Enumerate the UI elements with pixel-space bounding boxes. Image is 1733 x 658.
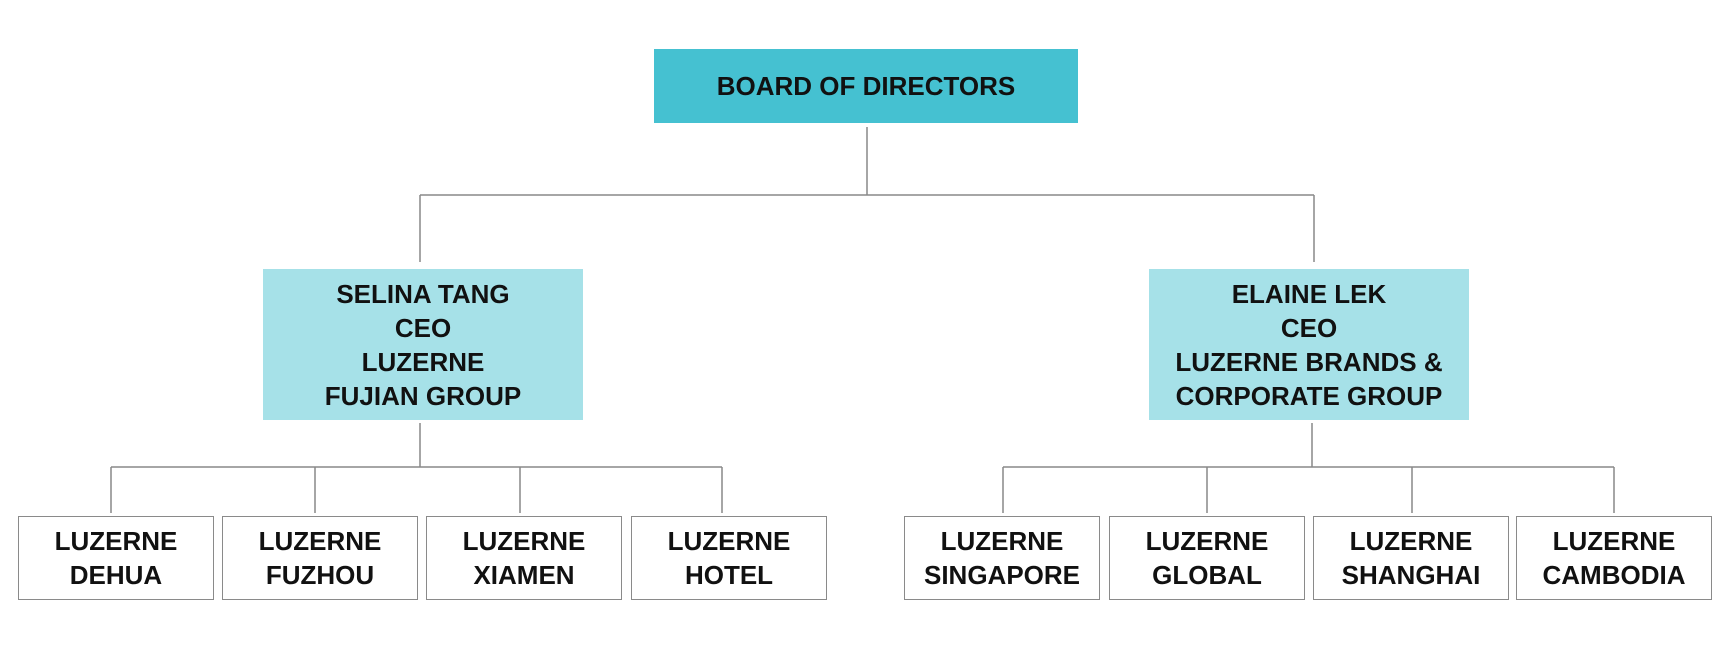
executive-name: SELINA TANG [336,278,510,309]
unit-box-luzerne-singapore: LUZERNE SINGAPORE [904,516,1100,600]
unit-line-2: SHANGHAI [1341,560,1481,590]
unit-line-1: LUZERNE [667,526,791,556]
unit-line-1: LUZERNE [462,526,586,556]
unit-line-2: SINGAPORE [923,560,1081,590]
unit-line-2: GLOBAL [1152,560,1262,590]
unit-box-luzerne-hotel: LUZERNE HOTEL [631,516,827,600]
unit-line-1: LUZERNE [54,526,178,556]
unit-line-1: LUZERNE [1349,526,1473,556]
unit-line-2: CAMBODIA [1542,560,1686,590]
executive-name: ELAINE LEK [1231,278,1387,309]
board-of-directors-box: BOARD OF DIRECTORS [654,49,1078,123]
executive-box-elaine-lek: ELAINE LEK CEO LUZERNE BRANDS & CORPORAT… [1149,269,1469,420]
executive-role: CEO [394,312,452,343]
unit-line-2: DEHUA [69,560,163,590]
executive-org-line-2: CORPORATE GROUP [1175,380,1443,411]
unit-box-luzerne-global: LUZERNE GLOBAL [1109,516,1305,600]
unit-line-1: LUZERNE [1145,526,1269,556]
unit-box-luzerne-dehua: LUZERNE DEHUA [18,516,214,600]
unit-line-1: LUZERNE [258,526,382,556]
unit-box-luzerne-fuzhou: LUZERNE FUZHOU [222,516,418,600]
executive-role: CEO [1280,312,1338,343]
unit-line-1: LUZERNE [940,526,1064,556]
executive-org-line-1: LUZERNE [361,346,485,377]
unit-line-2: XIAMEN [473,560,575,590]
unit-line-2: FUZHOU [265,560,375,590]
unit-line-1: LUZERNE [1552,526,1676,556]
unit-box-luzerne-xiamen: LUZERNE XIAMEN [426,516,622,600]
executive-org-line-1: LUZERNE BRANDS & [1175,346,1443,377]
unit-line-2: HOTEL [684,560,774,590]
board-of-directors-label: BOARD OF DIRECTORS [716,70,1016,101]
unit-box-luzerne-cambodia: LUZERNE CAMBODIA [1516,516,1712,600]
unit-box-luzerne-shanghai: LUZERNE SHANGHAI [1313,516,1509,600]
executive-box-selina-tang: SELINA TANG CEO LUZERNE FUJIAN GROUP [263,269,583,420]
executive-org-line-2: FUJIAN GROUP [324,380,522,411]
